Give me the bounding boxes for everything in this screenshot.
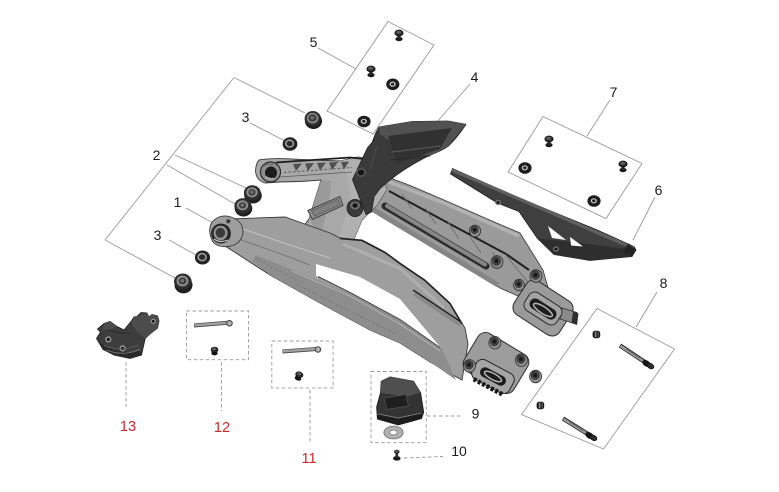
svg-text:3: 3 [242, 109, 250, 125]
svg-text:2: 2 [153, 147, 161, 163]
svg-text:1: 1 [174, 194, 182, 210]
svg-text:11: 11 [301, 451, 316, 467]
svg-text:9: 9 [472, 406, 480, 422]
svg-text:6: 6 [655, 182, 663, 198]
svg-text:8: 8 [660, 275, 668, 291]
svg-text:5: 5 [310, 34, 318, 50]
svg-text:12: 12 [214, 420, 230, 436]
svg-text:7: 7 [610, 84, 618, 100]
svg-text:13: 13 [120, 419, 136, 435]
svg-text:10: 10 [451, 443, 467, 459]
svg-text:3: 3 [154, 227, 162, 243]
svg-text:4: 4 [471, 69, 479, 85]
